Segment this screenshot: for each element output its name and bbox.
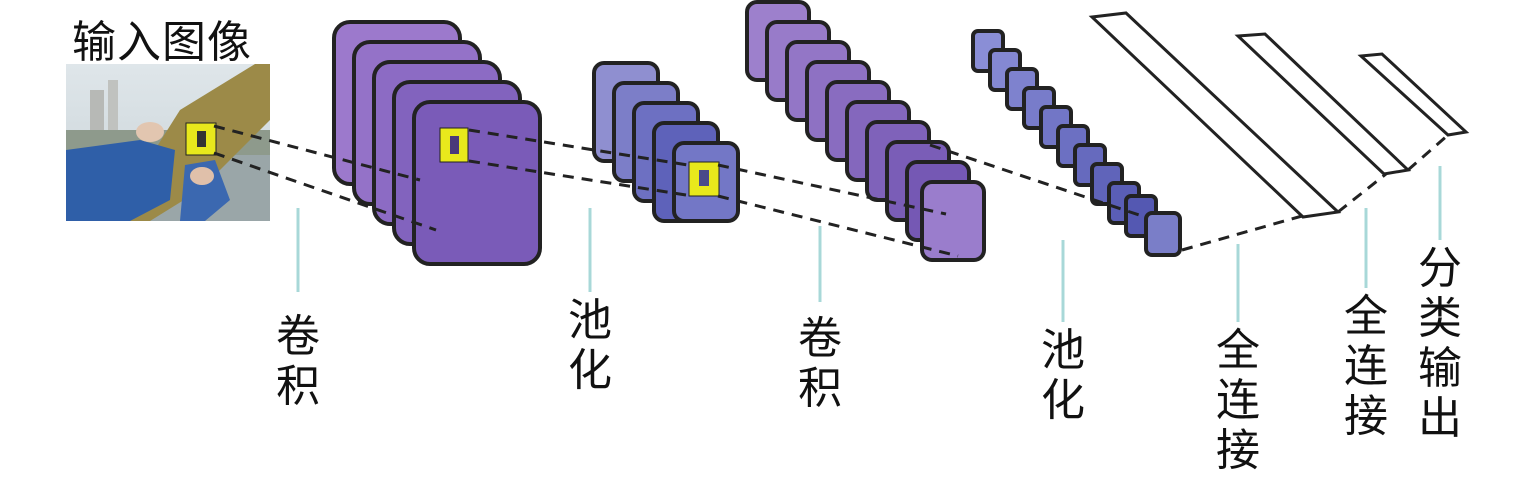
output-layer xyxy=(1357,52,1470,137)
stage-label-conv2: 卷积 xyxy=(798,313,842,414)
projection-line xyxy=(213,151,437,232)
kernel-marker xyxy=(197,131,206,147)
pool1-feature-maps xyxy=(592,61,740,223)
stage-label-pool2: 池化 xyxy=(1041,325,1085,426)
projection-line xyxy=(1181,214,1303,252)
projection-line xyxy=(1337,172,1387,214)
stage-label-fc1: 全连接 xyxy=(1216,325,1260,476)
projection-line xyxy=(717,163,947,216)
conv1-kernel-marker xyxy=(450,136,459,154)
conv1-map xyxy=(412,100,542,266)
pool2-feature-maps xyxy=(971,29,1182,257)
stage-label-conv1: 卷积 xyxy=(276,311,320,412)
projection-line xyxy=(1407,133,1449,172)
projection-line xyxy=(213,124,421,182)
conv2-map xyxy=(920,180,986,262)
conv1-feature-maps xyxy=(332,20,542,266)
input-image-title: 输入图像 xyxy=(72,17,252,68)
pool1-kernel-marker xyxy=(699,170,709,186)
conv2-feature-maps xyxy=(745,0,986,262)
stage-label-output: 分类输出 xyxy=(1418,243,1462,444)
stage-label-fc2: 全连接 xyxy=(1344,291,1388,442)
pool2-map xyxy=(1144,211,1182,257)
projection-line xyxy=(717,194,959,258)
stage-label-pool1: 池化 xyxy=(568,295,612,396)
projection-line xyxy=(929,143,1149,220)
input-image xyxy=(66,64,270,221)
